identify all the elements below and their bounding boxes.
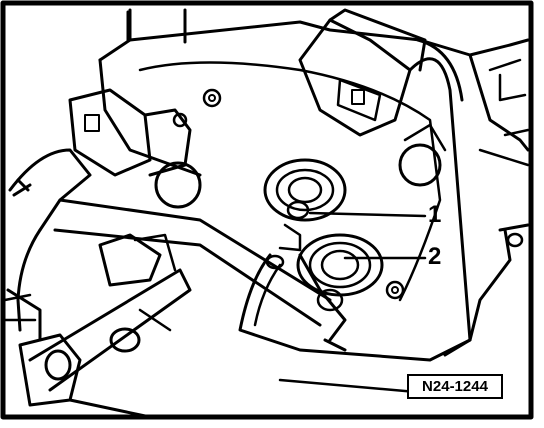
frame [0, 0, 534, 420]
cover-plate [138, 61, 442, 302]
component-2 [296, 233, 384, 352]
leader-line-1 [308, 211, 427, 218]
connector-top-right [298, 8, 472, 357]
round-cap-right [398, 143, 442, 187]
reference-code: N24-1244 [407, 374, 503, 399]
bent-pipe [238, 253, 472, 362]
engine-top-contour [98, 20, 530, 62]
round-cap-left [154, 161, 202, 209]
connector-left [68, 88, 192, 177]
component-1 [263, 158, 347, 252]
callout-1: 1 [428, 201, 442, 228]
callout-2: 2 [428, 243, 442, 270]
